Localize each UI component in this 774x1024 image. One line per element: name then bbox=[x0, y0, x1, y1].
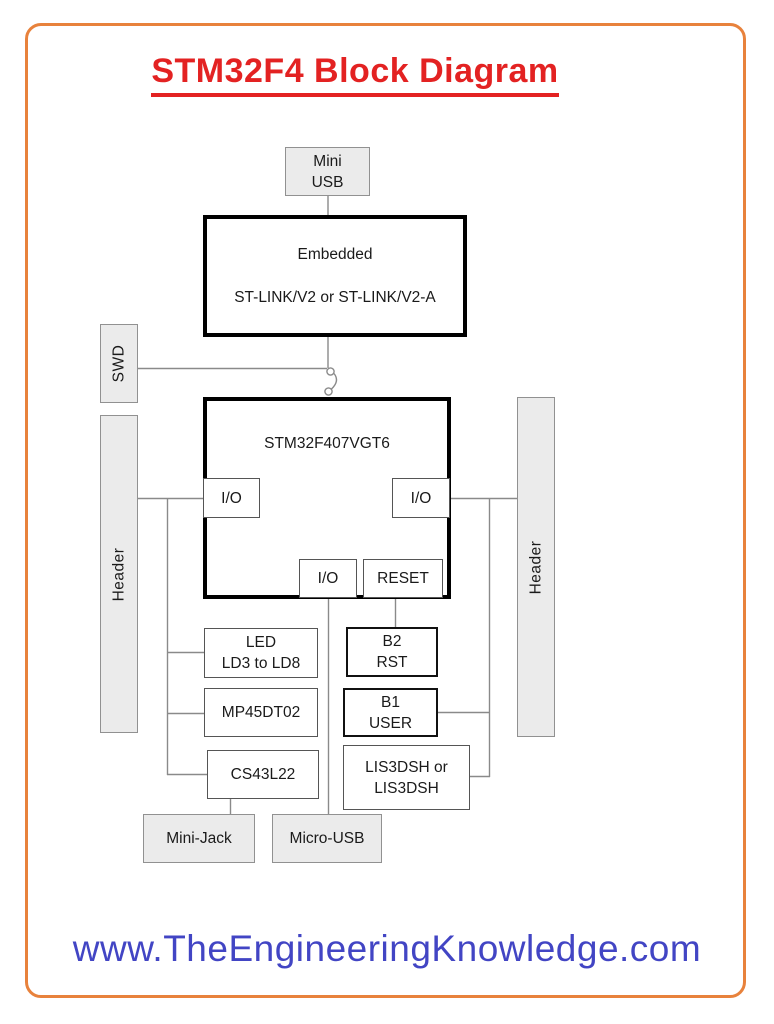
website-url: www.TheEngineeringKnowledge.com bbox=[72, 928, 702, 969]
header-right-box: Header bbox=[517, 397, 555, 737]
header-right-label: Header bbox=[527, 540, 545, 594]
io-right-label: I/O bbox=[410, 489, 432, 507]
swd-box: SWD bbox=[100, 324, 138, 403]
led-label-line2: LD3 to LD8 bbox=[221, 655, 301, 672]
micro-usb-box: Micro-USB bbox=[272, 814, 382, 863]
mcu-label: STM32F407VGT6 bbox=[264, 435, 390, 452]
b1-user-button-box: B1 USER bbox=[343, 688, 438, 737]
header-left-box: Header bbox=[100, 415, 138, 733]
mini-usb-label-line1: Mini bbox=[313, 152, 342, 170]
b2-reset-button-box: B2 RST bbox=[346, 627, 438, 677]
lis3dsh-label-line1: LIS3DSH or bbox=[365, 758, 448, 776]
mp45dt02-label: MP45DT02 bbox=[221, 704, 301, 721]
page-border bbox=[25, 23, 746, 998]
page-title: STM32F4 Block Diagram bbox=[30, 52, 680, 97]
mp45dt02-box: MP45DT02 bbox=[204, 688, 318, 737]
io-left-label: I/O bbox=[221, 489, 242, 507]
led-box: LED LD3 to LD8 bbox=[204, 628, 318, 678]
io-bottom-box: I/O bbox=[299, 559, 357, 598]
b2-label-line2: RST bbox=[376, 654, 408, 671]
mini-jack-label: Mini-Jack bbox=[166, 830, 232, 847]
embedded-label-line1: Embedded bbox=[297, 246, 373, 263]
io-right-box: I/O bbox=[392, 478, 450, 518]
page-title-text: STM32F4 Block Diagram bbox=[151, 52, 559, 97]
reset-box: RESET bbox=[363, 559, 443, 598]
mini-jack-box: Mini-Jack bbox=[143, 814, 255, 863]
b2-label-line1: B2 bbox=[382, 633, 402, 650]
cs43l22-box: CS43L22 bbox=[207, 750, 319, 799]
cs43l22-label: CS43L22 bbox=[230, 766, 296, 783]
lis3dsh-box: LIS3DSH or LIS3DSH bbox=[343, 745, 470, 810]
led-label-line1: LED bbox=[245, 634, 277, 651]
micro-usb-label: Micro-USB bbox=[289, 830, 365, 847]
b1-label-line2: USER bbox=[368, 714, 413, 732]
embedded-label-line2: ST-LINK/V2 or ST-LINK/V2-A bbox=[234, 289, 436, 306]
header-left-label: Header bbox=[110, 547, 128, 601]
io-left-box: I/O bbox=[203, 478, 260, 518]
io-bottom-label: I/O bbox=[317, 570, 339, 587]
b1-label-line1: B1 bbox=[381, 693, 400, 711]
mini-usb-box: Mini USB bbox=[285, 147, 370, 196]
swd-label: SWD bbox=[110, 344, 128, 383]
lis3dsh-label-line2: LIS3DSH bbox=[374, 779, 439, 797]
mini-usb-label-line2: USB bbox=[311, 173, 344, 191]
reset-label: RESET bbox=[377, 570, 429, 587]
embedded-stlink-box: Embedded ST-LINK/V2 or ST-LINK/V2-A bbox=[203, 215, 467, 337]
